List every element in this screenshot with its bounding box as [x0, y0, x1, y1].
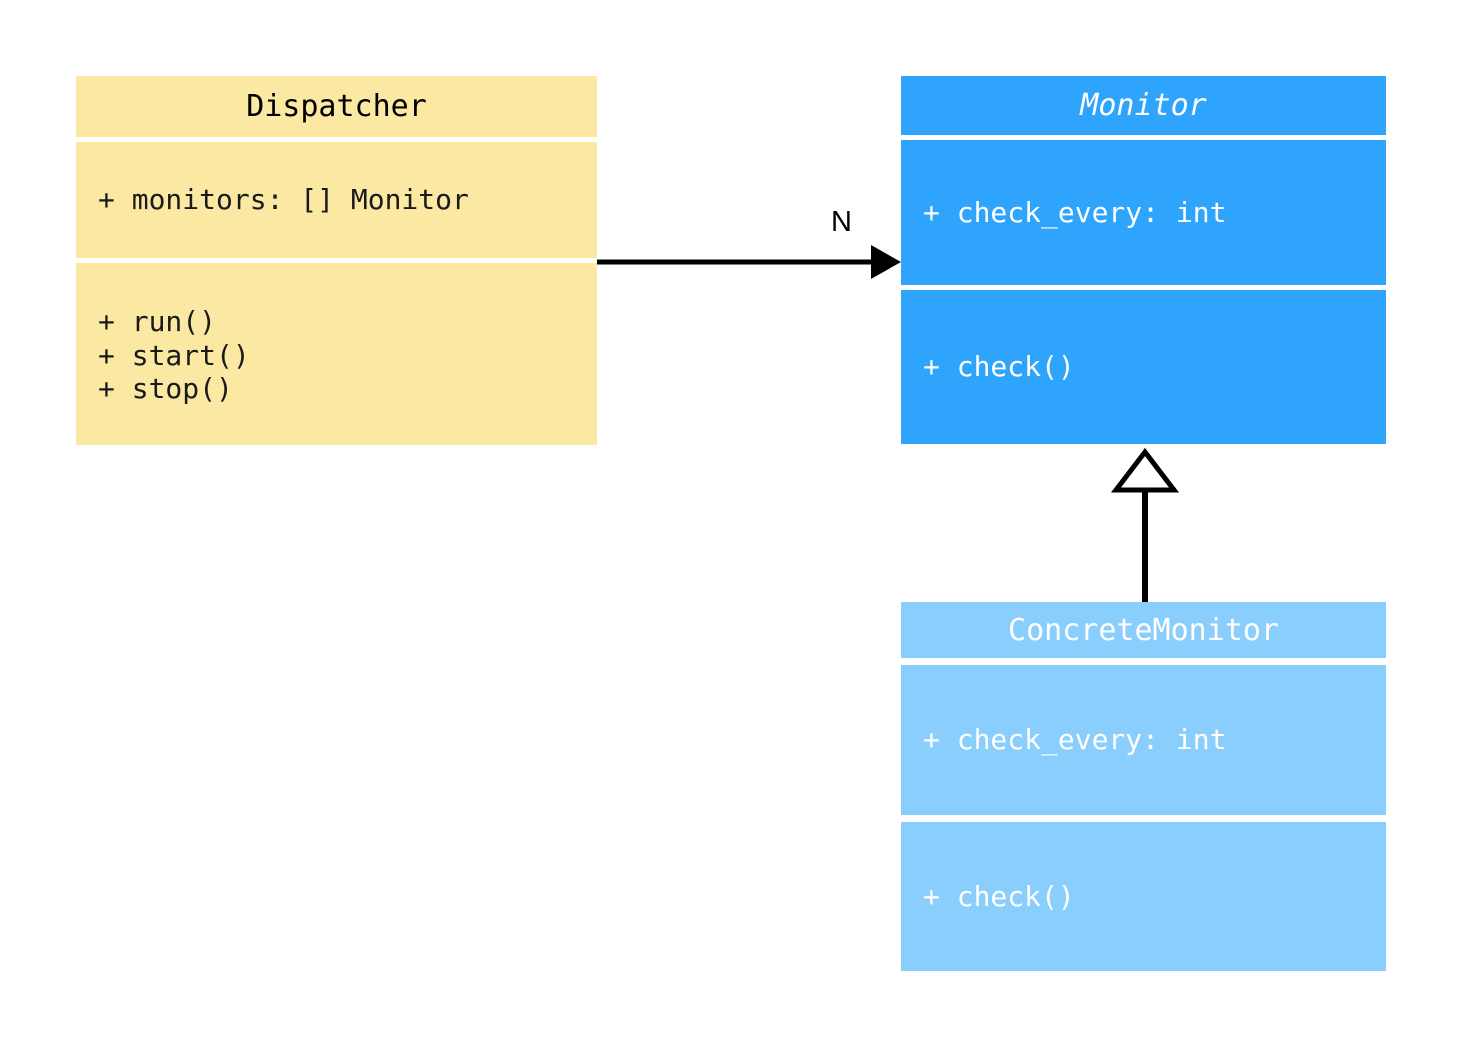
class-title-concrete-monitor: ConcreteMonitor: [901, 602, 1386, 658]
association-dispatcher-to-monitor: [597, 245, 901, 279]
hollow-triangle-arrowhead-icon: [1110, 447, 1180, 493]
class-attributes-concrete-monitor: + check_every: int: [901, 665, 1386, 815]
compartment-divider: [901, 658, 1386, 665]
compartment-divider: [901, 815, 1386, 822]
compartment-divider: [76, 137, 597, 142]
class-methods-dispatcher: + run() + start() + stop(): [76, 263, 597, 445]
class-title-dispatcher: Dispatcher: [76, 76, 597, 137]
generalization-concrete-to-monitor: [1110, 447, 1180, 602]
attribute-item: + monitors: [] Monitor: [98, 183, 469, 217]
method-item: + run(): [98, 305, 217, 338]
method-item: + check(): [923, 350, 1075, 384]
class-methods-concrete-monitor: + check(): [901, 822, 1386, 971]
class-box-dispatcher[interactable]: Dispatcher + monitors: [] Monitor + run(…: [76, 76, 597, 445]
class-methods-monitor: + check(): [901, 290, 1386, 444]
attribute-item: + check_every: int: [923, 723, 1227, 757]
association-multiplicity-label: N: [831, 206, 852, 238]
class-title-monitor: Monitor: [901, 76, 1386, 135]
method-item: + check(): [923, 879, 1075, 913]
attribute-item: + check_every: int: [923, 195, 1227, 229]
compartment-divider: [76, 258, 597, 263]
method-item: + start(): [98, 338, 250, 372]
class-attributes-monitor: + check_every: int: [901, 140, 1386, 285]
class-box-concrete-monitor[interactable]: ConcreteMonitor + check_every: int + che…: [901, 602, 1386, 971]
method-item: + stop(): [98, 372, 233, 406]
compartment-divider: [901, 285, 1386, 290]
class-box-monitor[interactable]: Monitor + check_every: int + check(): [901, 76, 1386, 444]
solid-arrowhead-icon: [871, 245, 901, 279]
class-attributes-dispatcher: + monitors: [] Monitor: [76, 142, 597, 258]
compartment-divider: [901, 135, 1386, 140]
